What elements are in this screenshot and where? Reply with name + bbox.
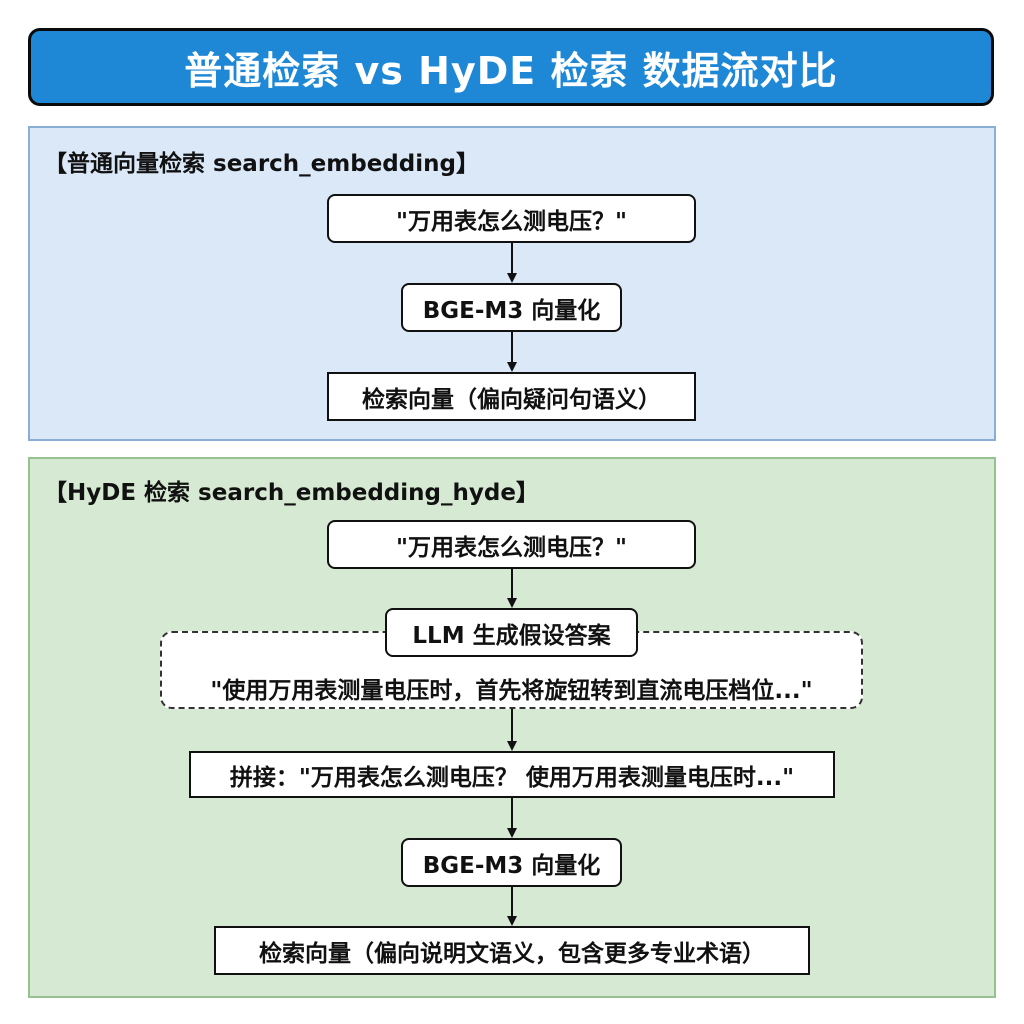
normal-query-box: "万用表怎么测电压？" [327,194,696,243]
llm-generate-box: LLM 生成假设答案 [385,608,638,657]
hyde-result-box: 检索向量（偏向说明文语义，包含更多专业术语） [214,926,810,975]
normal-embed-box: BGE-M3 向量化 [401,283,622,332]
concat-box: 拼接："万用表怎么测电压？ 使用万用表测量电压时..." [189,751,835,798]
title-banner: 普通检索 vs HyDE 检索 数据流对比 [28,28,994,106]
hyde-embed-box: BGE-M3 向量化 [401,838,622,887]
diagram-title: 普通检索 vs HyDE 检索 数据流对比 [184,48,838,93]
hyde-query-box: "万用表怎么测电压？" [327,520,696,569]
hypothetical-answer-container: "使用万用表测量电压时，首先将旋钮转到直流电压档位..." [160,631,863,709]
normal-result-box: 检索向量（偏向疑问句语义） [327,372,696,421]
hyde-panel-label: 【HyDE 检索 search_embedding_hyde】 [44,480,539,506]
normal-panel-label: 【普通向量检索 search_embedding】 [44,151,479,177]
hypothetical-answer-text: "使用万用表测量电压时，首先将旋钮转到直流电压档位..." [210,678,813,704]
